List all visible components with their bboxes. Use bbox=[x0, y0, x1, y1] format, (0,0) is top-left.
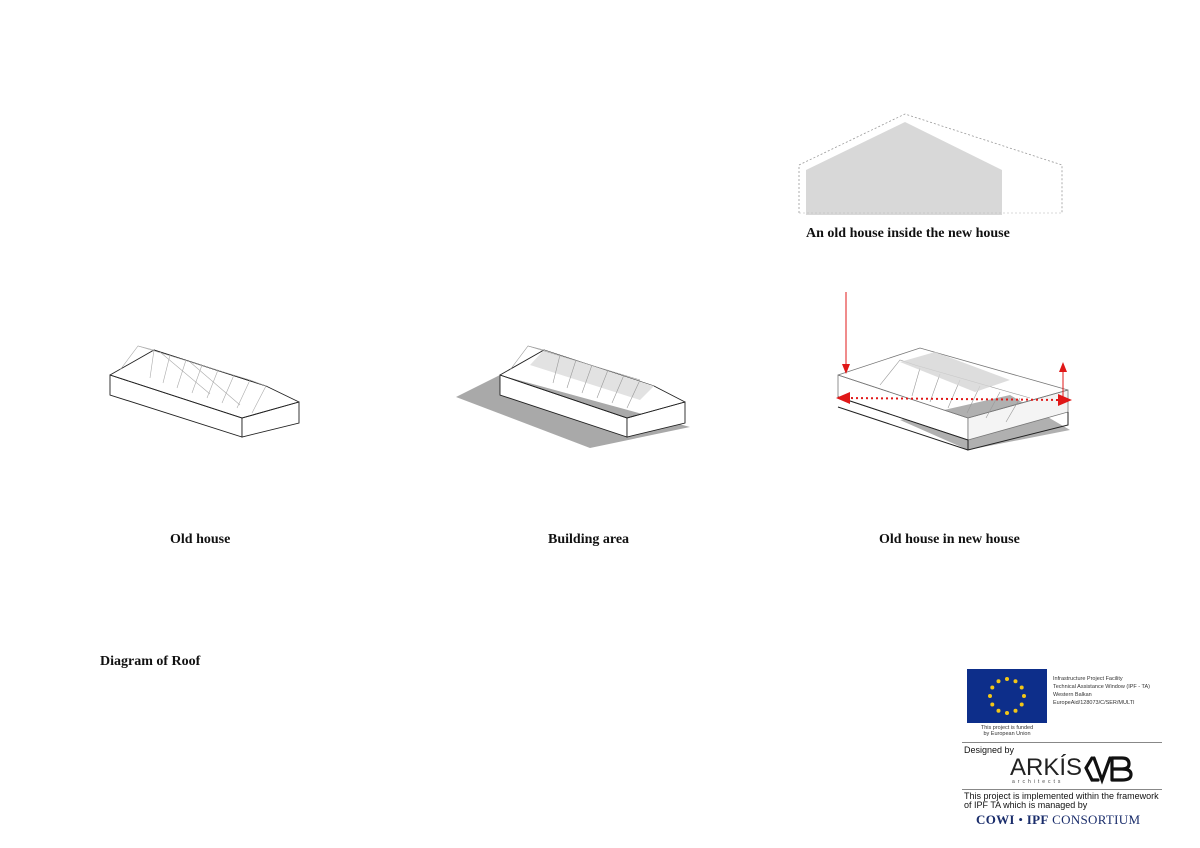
caption-building-area: Building area bbox=[548, 532, 630, 547]
cowi-separator: • bbox=[1018, 812, 1024, 827]
eu-line: Western Balkan bbox=[1053, 692, 1092, 698]
old-house-section bbox=[806, 122, 1002, 215]
arkis-subtitle: architects bbox=[1012, 779, 1064, 785]
cowi-word: COWI bbox=[976, 812, 1015, 827]
consortium-word: CONSORTIUM bbox=[1052, 812, 1141, 827]
cvb-logo-icon bbox=[1084, 756, 1133, 785]
eu-facility-text: Infrastructure Project Facility Technica… bbox=[1053, 675, 1150, 707]
eu-line: Infrastructure Project Facility bbox=[1053, 676, 1123, 682]
ipf-word: IPF bbox=[1026, 812, 1049, 827]
length-arrow bbox=[836, 392, 1072, 406]
credits-divider-1 bbox=[962, 742, 1162, 743]
designed-by-label: Designed by bbox=[964, 745, 1015, 755]
eu-line: EuropeAid/128073/C/SER/MULTI bbox=[1053, 700, 1135, 706]
caption-old-house: Old house bbox=[170, 532, 231, 547]
height-arrow-right bbox=[1059, 362, 1067, 400]
credits-divider-2 bbox=[962, 789, 1162, 790]
height-arrow-left bbox=[842, 292, 850, 374]
eu-flag-icon bbox=[967, 669, 1047, 723]
caption-old-in-new: Old house in new house bbox=[879, 532, 1020, 547]
project-note: This project is implemented within the f… bbox=[964, 791, 1159, 810]
eu-line: Technical Assistance Window (IPF - TA) bbox=[1053, 684, 1150, 690]
cowi-ipf-consortium: COWI • IPF CONSORTIUM bbox=[976, 812, 1140, 828]
arkis-logo-text: ARKÍS bbox=[1010, 754, 1083, 781]
caption-old-inside-new: An old house inside the new house bbox=[806, 226, 1010, 241]
new-house-outline bbox=[798, 113, 1063, 213]
diagram-title: Diagram of Roof bbox=[100, 654, 201, 669]
eu-funded-note: This project is funded by European Union bbox=[980, 725, 1034, 737]
